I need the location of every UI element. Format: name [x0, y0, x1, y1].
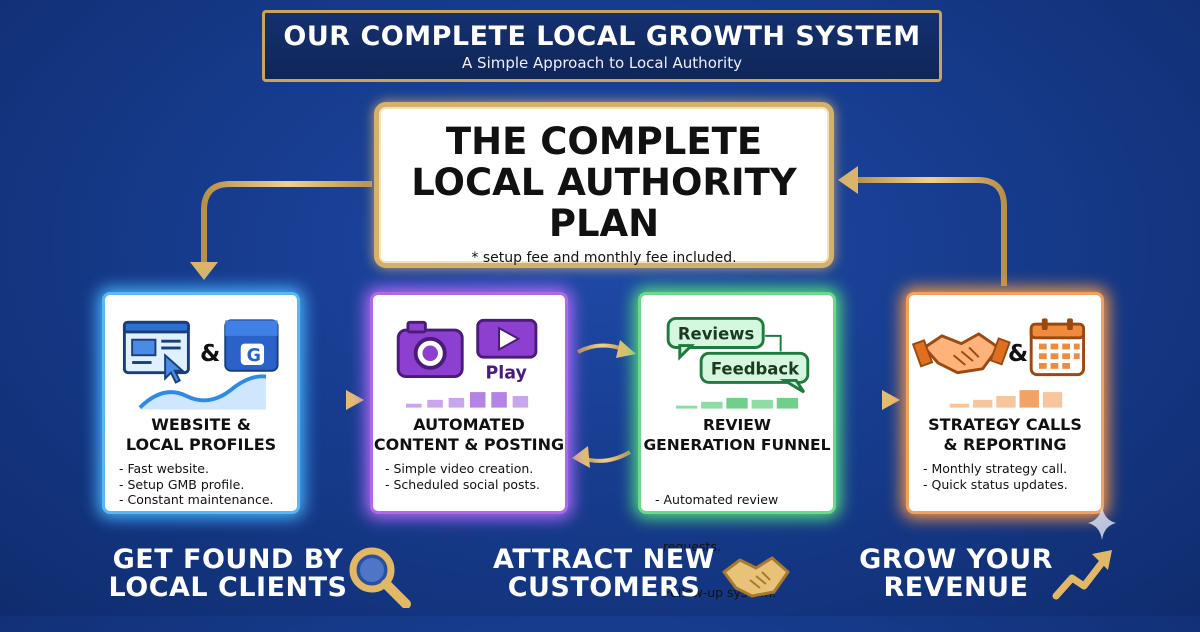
card-title: STRATEGY CALLS & REPORTING — [909, 415, 1101, 455]
play-label: Play — [485, 364, 527, 384]
feedback-label: Feedback — [711, 360, 800, 379]
bar-graph-icon — [949, 390, 1063, 408]
tagline-line: REVENUE — [883, 572, 1029, 603]
card-website-profiles: & G WEBSITE & LOCAL PROFILES - Fast webs… — [102, 292, 300, 514]
calendar-icon — [1029, 318, 1086, 377]
plan-title: THE COMPLETE LOCAL AUTHORITY PLAN — [379, 121, 829, 244]
arrow-plan-to-website — [201, 181, 372, 264]
card-strategy-reporting: & STRATEGY CALLS & REPORTING - Monthly s… — [906, 292, 1104, 514]
arrow-head-down-icon — [190, 262, 218, 280]
card-icons: Play — [396, 318, 538, 408]
arrow-head-left-icon — [572, 446, 590, 468]
arrow-head-right-icon — [882, 390, 900, 410]
card-review-funnel: Reviews Feedback REVIEW GENERATION FUNNE… — [638, 292, 836, 600]
svg-text:G: G — [247, 346, 261, 366]
card-title-line: STRATEGY CALLS — [928, 415, 1082, 434]
feedback-bubble-icon: Feedback — [699, 351, 810, 394]
card-title-line: CONTENT & POSTING — [373, 435, 565, 454]
card-title-line: AUTOMATED — [413, 415, 525, 434]
plan-title-line: THE COMPLETE — [445, 120, 763, 163]
trend-up-arrow-icon — [1052, 550, 1112, 600]
header-title: OUR COMPLETE LOCAL GROWTH SYSTEM — [283, 21, 921, 52]
card-icons: Reviews Feedback — [666, 316, 810, 409]
arrow-head-right-icon — [346, 390, 364, 410]
header-banner: OUR COMPLETE LOCAL GROWTH SYSTEM A Simpl… — [262, 10, 942, 82]
card-content-posting: Play AUTOMATED CONTENT & POSTING - Simpl… — [370, 292, 568, 514]
card-title-line: REVIEW — [703, 416, 771, 434]
handshake-icon — [722, 556, 790, 598]
bullet-item: - Fast website. — [119, 461, 209, 476]
plan-title-line: PLAN — [548, 202, 660, 245]
card-title-line: GENERATION FUNNEL — [643, 436, 831, 454]
card-title: AUTOMATED CONTENT & POSTING — [373, 415, 565, 455]
google-store-icon: G — [224, 319, 279, 372]
sparkle-icon — [1088, 506, 1116, 540]
play-button-icon — [476, 318, 538, 359]
header-subtitle: A Simple Approach to Local Authority — [462, 54, 742, 72]
reviews-label: Reviews — [678, 325, 755, 344]
tagline-found: GET FOUND BY LOCAL CLIENTS — [108, 546, 348, 602]
website-cursor-icon — [122, 320, 190, 384]
magnifier-icon — [349, 547, 411, 608]
flow-arrows — [190, 166, 1007, 468]
card-title: REVIEW GENERATION FUNNEL — [641, 415, 833, 455]
plan-title-line: LOCAL AUTHORITY — [411, 161, 797, 204]
tagline-line: GET FOUND BY — [112, 544, 344, 575]
arrow-head-right-icon — [616, 340, 636, 358]
card-title-line: LOCAL PROFILES — [125, 435, 277, 454]
bar-graph-icon — [405, 392, 529, 408]
bullet-item: - Setup GMB profile. — [119, 476, 245, 492]
card-bullets: - Fast website. - Setup GMB profile. - C… — [119, 461, 274, 508]
arrow-head-left-icon — [838, 166, 858, 194]
tagline-line: ATTRACT NEW — [493, 544, 715, 575]
tagline-attract: ATTRACT NEW CUSTOMERS — [488, 546, 720, 602]
connector-line — [765, 334, 782, 352]
card-title-line: & REPORTING — [943, 435, 1067, 454]
tagline-line: CUSTOMERS — [507, 572, 701, 603]
ampersand: & — [1008, 340, 1028, 367]
card-bullets: - Simple video creation. - Scheduled soc… — [385, 461, 540, 492]
card-title-line: WEBSITE & — [151, 415, 251, 434]
bullet-item: requests. — [655, 538, 721, 554]
ampersand: & — [200, 340, 220, 367]
bullet-item: - Automated review — [655, 492, 779, 507]
bullet-item: - Monthly strategy call. — [923, 461, 1068, 476]
card-icons: & — [911, 318, 1086, 408]
bullet-item: - Constant maintenance. — [119, 492, 274, 507]
growth-wave-icon — [138, 374, 267, 410]
bullet-item: - Quick status updates. — [923, 476, 1068, 492]
card-icons: & G — [122, 319, 279, 410]
plan-box: THE COMPLETE LOCAL AUTHORITY PLAN * setu… — [374, 102, 834, 268]
camera-icon — [396, 320, 464, 379]
plan-note: * setup fee and monthly fee included. — [471, 250, 737, 266]
card-bullets: - Monthly strategy call. - Quick status … — [923, 461, 1068, 492]
arrow-reporting-to-plan — [856, 177, 1007, 286]
tagline-grow: GROW YOUR REVENUE — [856, 546, 1056, 602]
tagline-line: LOCAL CLIENTS — [108, 572, 348, 603]
handshake-icon — [911, 332, 1011, 375]
reviews-bubble-icon: Reviews — [666, 316, 765, 361]
card-title: WEBSITE & LOCAL PROFILES — [105, 415, 297, 455]
bar-graph-icon — [675, 397, 799, 409]
bullet-item: - Scheduled social posts. — [385, 476, 540, 492]
tagline-line: GROW YOUR — [859, 544, 1053, 575]
bullet-item: - Simple video creation. — [385, 461, 534, 476]
